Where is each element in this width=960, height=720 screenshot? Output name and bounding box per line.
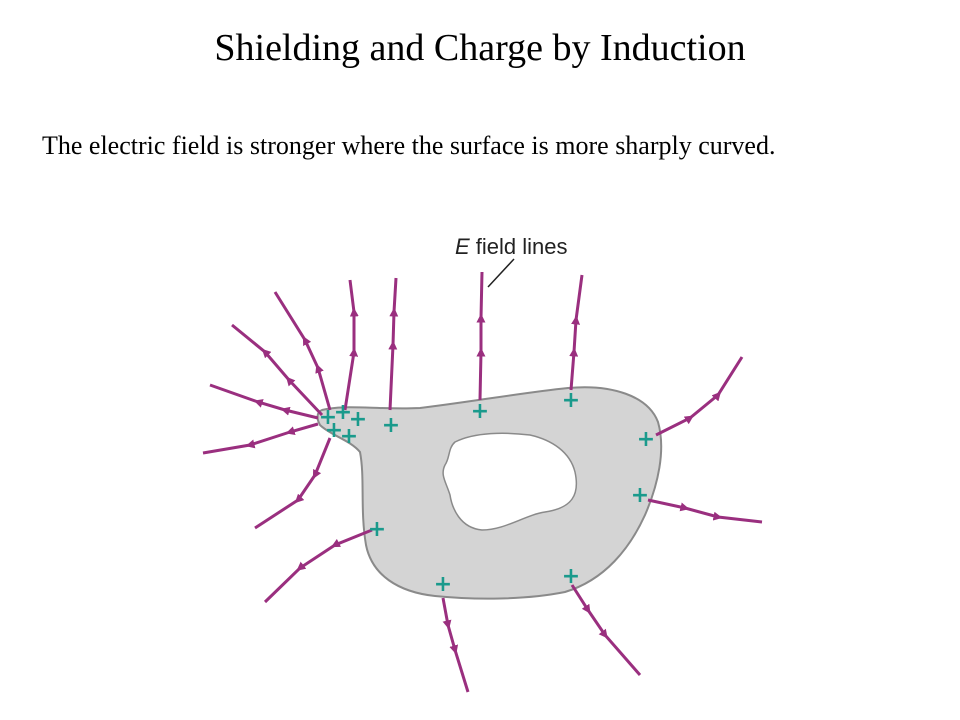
field-line bbox=[570, 584, 642, 676]
field-line bbox=[209, 383, 319, 420]
charge-plus: + bbox=[562, 388, 580, 413]
field-lines-label: E field lines bbox=[455, 234, 568, 259]
charge-plus: + bbox=[319, 405, 337, 430]
charge-plus: + bbox=[382, 413, 400, 438]
field-label-text: field lines bbox=[470, 234, 568, 259]
field-line bbox=[441, 597, 470, 693]
field-line bbox=[476, 271, 486, 401]
field-line bbox=[263, 528, 373, 604]
slide-body-text: The electric field is stronger where the… bbox=[42, 131, 776, 160]
label-pointer bbox=[487, 258, 515, 288]
field-line bbox=[388, 277, 399, 411]
charge-plus: + bbox=[340, 424, 358, 449]
cavity bbox=[442, 432, 578, 531]
field-line bbox=[569, 274, 584, 391]
charge-plus: + bbox=[637, 427, 655, 452]
field-line bbox=[273, 291, 332, 411]
svg-text:E field lines: E field lines bbox=[455, 234, 568, 259]
charge-plus: + bbox=[325, 418, 343, 443]
field-label-symbol: E bbox=[455, 234, 470, 259]
charge-plus: + bbox=[434, 572, 452, 597]
charge-plus: + bbox=[471, 399, 489, 424]
charge-plus: + bbox=[349, 407, 367, 432]
field-line bbox=[254, 437, 332, 530]
charge-plus: + bbox=[631, 483, 649, 508]
slide-title: Shielding and Charge by Induction bbox=[214, 27, 746, 69]
field-line bbox=[655, 356, 744, 437]
field-line bbox=[202, 422, 319, 455]
field-line bbox=[231, 323, 324, 417]
field-line bbox=[647, 498, 763, 524]
charge-plus: + bbox=[562, 564, 580, 589]
field-line bbox=[343, 279, 359, 411]
charge-plus: + bbox=[368, 517, 386, 542]
charge-plus: + bbox=[334, 400, 352, 425]
